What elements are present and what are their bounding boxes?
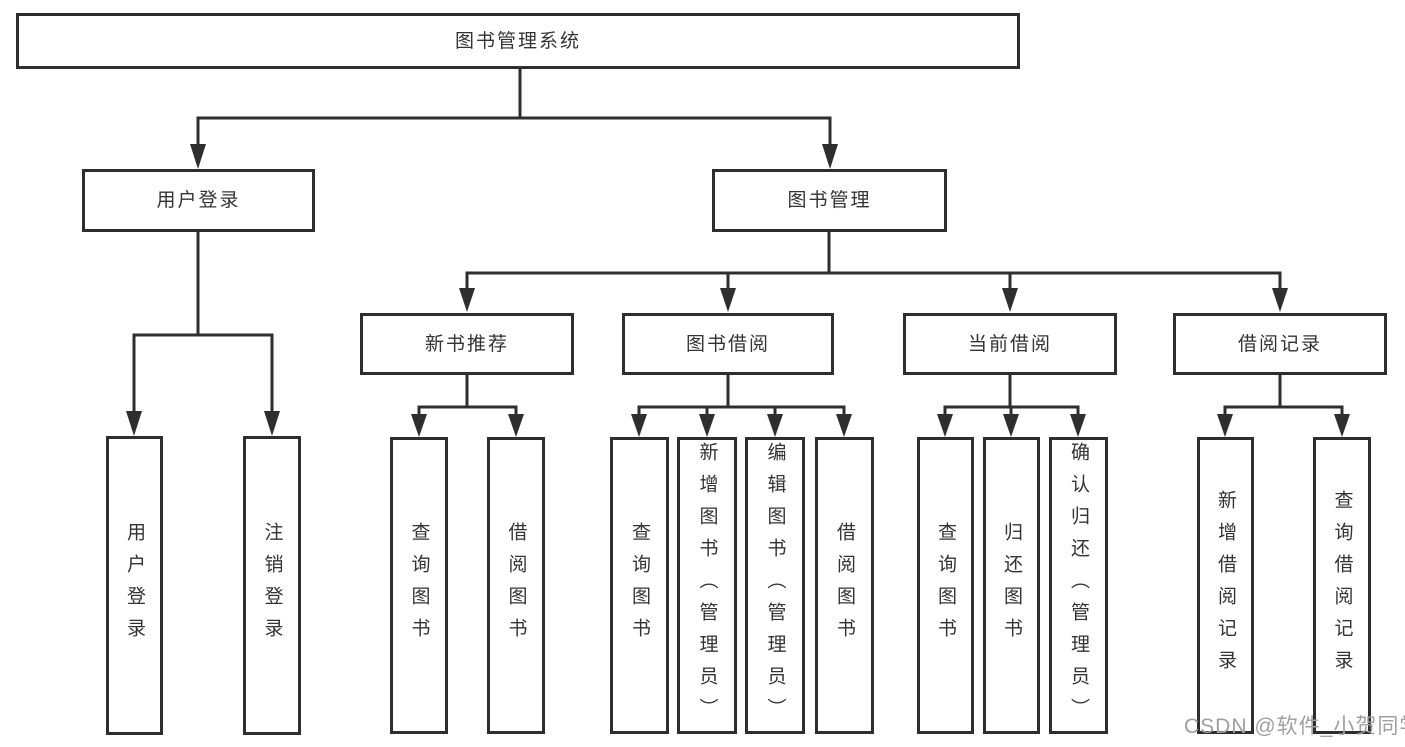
node-label: 当前借阅: [967, 333, 1052, 355]
node-label: 借阅记录: [1237, 333, 1322, 355]
node-label: 借阅图书: [505, 521, 527, 650]
node-label: 用户登录: [156, 190, 241, 211]
node-current-borrow: 当前借阅: [903, 313, 1117, 375]
node-label: 归还图书: [1001, 521, 1022, 650]
node-label: 查询图书: [408, 521, 430, 650]
leaf-edit-book-admin: 编辑图书（管理员）: [745, 437, 805, 734]
node-book-borrow: 图书借阅: [622, 313, 834, 375]
node-label: 图书借阅: [685, 333, 770, 355]
node-label: 查询图书: [935, 521, 956, 650]
node-label: 查询借阅记录: [1331, 489, 1353, 682]
leaf-add-borrow-record: 新增借阅记录: [1197, 437, 1254, 734]
node-user-login: 用户登录: [82, 169, 315, 232]
node-label: 编辑图书（管理员）: [764, 441, 786, 730]
node-borrow-record: 借阅记录: [1173, 313, 1387, 375]
node-label: 图书管理系统: [454, 30, 581, 52]
leaf-logout: 注销登录: [243, 436, 301, 735]
leaf-user-login: 用户登录: [106, 436, 163, 735]
node-label: 新增借阅记录: [1215, 489, 1236, 682]
leaf-query-book-current: 查询图书: [917, 437, 974, 734]
node-label: 借阅图书: [834, 521, 855, 650]
leaf-add-book-admin: 新增图书（管理员）: [677, 437, 737, 734]
node-label: 确认归还（管理员）: [1068, 441, 1089, 730]
leaf-query-book-recommend: 查询图书: [390, 437, 448, 734]
node-label: 新书推荐: [424, 333, 509, 355]
leaf-borrow-book-recommend: 借阅图书: [487, 437, 545, 734]
arrowhead-icons: [126, 144, 1350, 437]
node-book-management: 图书管理: [712, 169, 947, 232]
leaf-query-borrow-record: 查询借阅记录: [1313, 437, 1371, 734]
leaf-return-book: 归还图书: [983, 437, 1040, 734]
leaf-confirm-return-admin: 确认归还（管理员）: [1049, 437, 1108, 734]
watermark: CSDN @软件_小贺同学: [1184, 715, 1405, 738]
node-label: 图书管理: [787, 190, 872, 211]
node-label: 注销登录: [261, 521, 283, 650]
node-label: 用户登录: [124, 521, 145, 650]
node-label: 新增图书（管理员）: [696, 441, 718, 730]
leaf-query-book-borrow: 查询图书: [610, 437, 669, 734]
node-root-system: 图书管理系统: [16, 13, 1020, 69]
node-new-book-recommend: 新书推荐: [360, 313, 574, 375]
node-label: 查询图书: [629, 521, 650, 650]
leaf-borrow-book: 借阅图书: [815, 437, 874, 734]
